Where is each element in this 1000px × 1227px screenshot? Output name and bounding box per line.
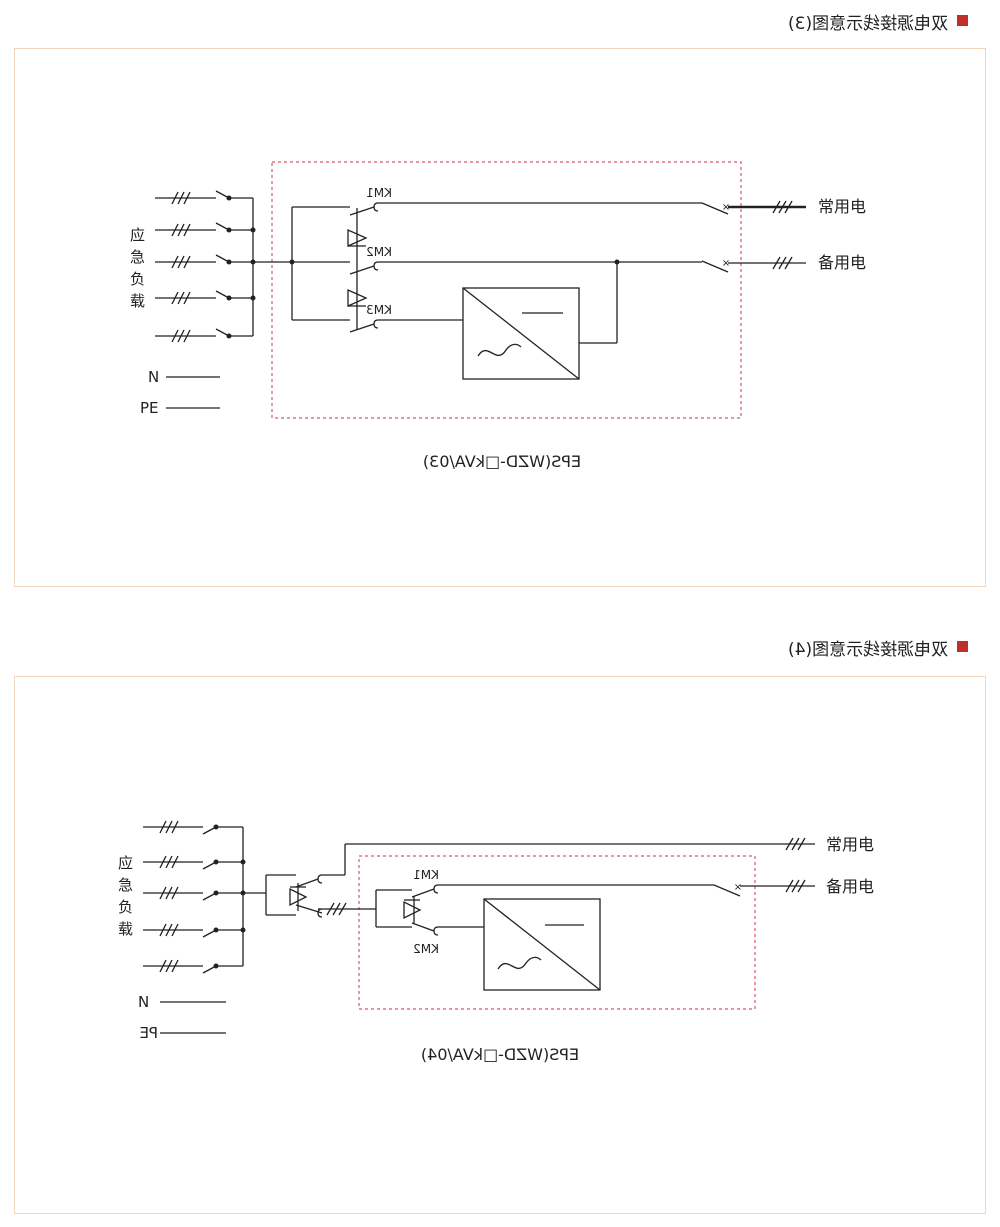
earth-label-2: PE: [139, 1024, 158, 1042]
model-label: EPS(WZD-□kVA/03): [423, 452, 581, 471]
three-phase-mark-main-2: [785, 837, 806, 851]
load-feeders-2: [143, 820, 246, 974]
diagram-frame-1: [14, 48, 986, 587]
km1-label-2: KM1: [413, 868, 439, 882]
main-power-label-2: 常用电: [826, 835, 874, 854]
load-label-char-4-2: 载: [118, 920, 133, 938]
svg-text:×: ×: [734, 882, 742, 893]
km1-switch-blade: [701, 202, 729, 215]
km2-label-2: KM2: [413, 942, 439, 956]
load-label-char-3-2: 负: [118, 898, 133, 916]
load-label-char-1: 应: [130, 226, 145, 244]
eps-enclosure-2: [358, 855, 756, 1010]
backup-power-label: 备用电: [818, 253, 866, 272]
model-label-2: EPS(WZD-□kVA/04): [421, 1045, 579, 1064]
wiring-diagram-3: × ×: [130, 161, 866, 471]
inverter-box-2: [483, 898, 601, 991]
main-power-label: 常用电: [818, 197, 866, 216]
diagram-frame-2: [14, 676, 986, 1214]
load-label-char-1-2: 应: [118, 854, 133, 872]
km1-label: KM1: [366, 186, 392, 200]
km3-label: KM3: [366, 303, 392, 317]
km2-label: KM2: [366, 245, 392, 259]
km2-switch-blade: [701, 260, 729, 273]
three-phase-mark-main: [772, 200, 793, 214]
eps-enclosure: [271, 161, 742, 419]
three-phase-mark-backup: [772, 256, 793, 270]
load-label-char-2: 急: [130, 248, 145, 266]
breaker-mark-backup: ×: [722, 258, 730, 269]
breaker-mark-main: ×: [722, 202, 730, 213]
wiring-diagram-4: ×: [118, 820, 874, 1064]
load-label-char-4: 载: [130, 292, 145, 310]
earth-label: PE: [140, 399, 159, 417]
inverter-box: [462, 287, 580, 380]
load-label-char-3: 负: [130, 270, 145, 288]
section-marker-1: [957, 15, 968, 26]
neutral-label-2: N: [138, 993, 149, 1011]
neutral-label: N: [148, 368, 159, 386]
three-phase-mark-backup-2: [785, 879, 806, 893]
backup-power-label-2: 备用电: [826, 877, 874, 896]
load-label-char-2-2: 急: [118, 876, 133, 894]
load-feeders: [155, 190, 256, 343]
section-marker-2: [957, 641, 968, 652]
